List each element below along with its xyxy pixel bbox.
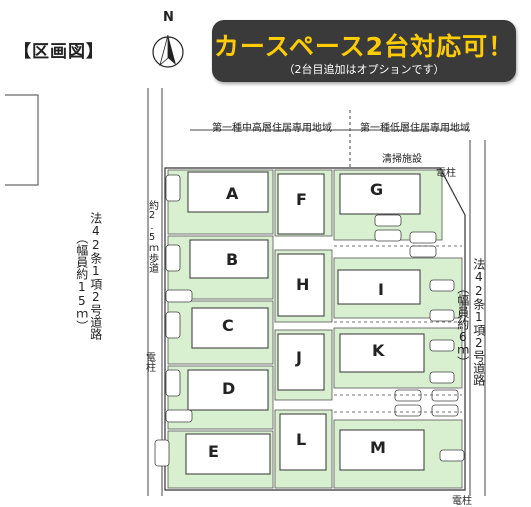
car: [431, 404, 459, 417]
cleaning-facility-label: 清掃施設: [382, 154, 422, 165]
house-c: [191, 307, 269, 349]
car: [165, 311, 181, 339]
car: [429, 309, 455, 322]
zone-label-left: 第一種中高層住居専用地域: [212, 123, 332, 134]
road-label-right: 法42条1項2号道路: [471, 258, 486, 386]
promo-banner: カースペース2台対応可！ （2台目追加はオプションです）: [212, 20, 516, 82]
house-g: [339, 173, 421, 215]
house-h: [277, 253, 325, 317]
car: [394, 389, 422, 402]
lot-label-b: B: [226, 250, 239, 269]
lot-label-l: L: [296, 430, 307, 449]
house-l: [279, 413, 327, 471]
house-k: [339, 333, 425, 373]
lot-label-c: C: [222, 316, 234, 335]
lot-label-k: K: [372, 341, 385, 360]
road-lines: [5, 88, 486, 496]
car: [429, 279, 455, 292]
page-title: 【区画図】: [14, 42, 104, 62]
car: [409, 231, 437, 244]
house-i: [337, 269, 421, 305]
car: [165, 174, 181, 202]
lot-label-f: F: [296, 190, 307, 209]
lot-label-j: J: [296, 348, 302, 367]
lot-label-a: A: [226, 184, 239, 203]
car: [165, 409, 193, 423]
car: [394, 404, 422, 417]
car: [165, 289, 193, 303]
lot-label-m: M: [370, 438, 386, 457]
car: [431, 389, 459, 402]
house-a: [187, 171, 269, 213]
lot-label-d: D: [222, 379, 236, 398]
car: [429, 339, 455, 352]
house-f: [277, 173, 325, 235]
car: [409, 245, 437, 258]
banner-sub-text: （2台目追加はオプションです）: [283, 63, 445, 76]
car: [165, 369, 181, 397]
compass-letter: N: [163, 10, 174, 25]
house-j: [277, 333, 325, 391]
road-width-left: （幅員約15ｍ）: [74, 232, 89, 332]
lot-label-e: E: [208, 442, 219, 461]
house-e: [185, 433, 271, 475]
car: [439, 449, 465, 462]
zone-label-right: 第一種低層住居専用地域: [360, 123, 470, 134]
car: [374, 229, 402, 242]
car: [429, 371, 455, 384]
utility-pole-label-bottom: 電柱: [452, 496, 472, 507]
road-label-left: 法42条1項2号道路: [88, 212, 103, 340]
walkway-label: 約2.5ｍ歩道: [146, 200, 158, 273]
house-d: [187, 369, 269, 411]
utility-pole-label-left: 電柱: [143, 352, 155, 372]
lot-label-h: H: [296, 275, 310, 294]
car: [374, 214, 402, 227]
lot-label-i: I: [378, 280, 384, 299]
compass-icon: [152, 34, 184, 68]
utility-pole-label-top: 電柱: [436, 168, 456, 179]
left-road-edge-notch: [5, 94, 39, 186]
parking-cars: [154, 174, 465, 467]
house-b: [189, 239, 269, 279]
car: [165, 244, 181, 272]
house-m: [339, 429, 425, 471]
houses: [185, 171, 425, 475]
road-width-right: （幅員約6ｍ）: [455, 282, 470, 368]
car: [154, 439, 170, 467]
banner-main-text: カースペース2台対応可！: [213, 32, 515, 61]
lot-label-g: G: [370, 180, 384, 199]
